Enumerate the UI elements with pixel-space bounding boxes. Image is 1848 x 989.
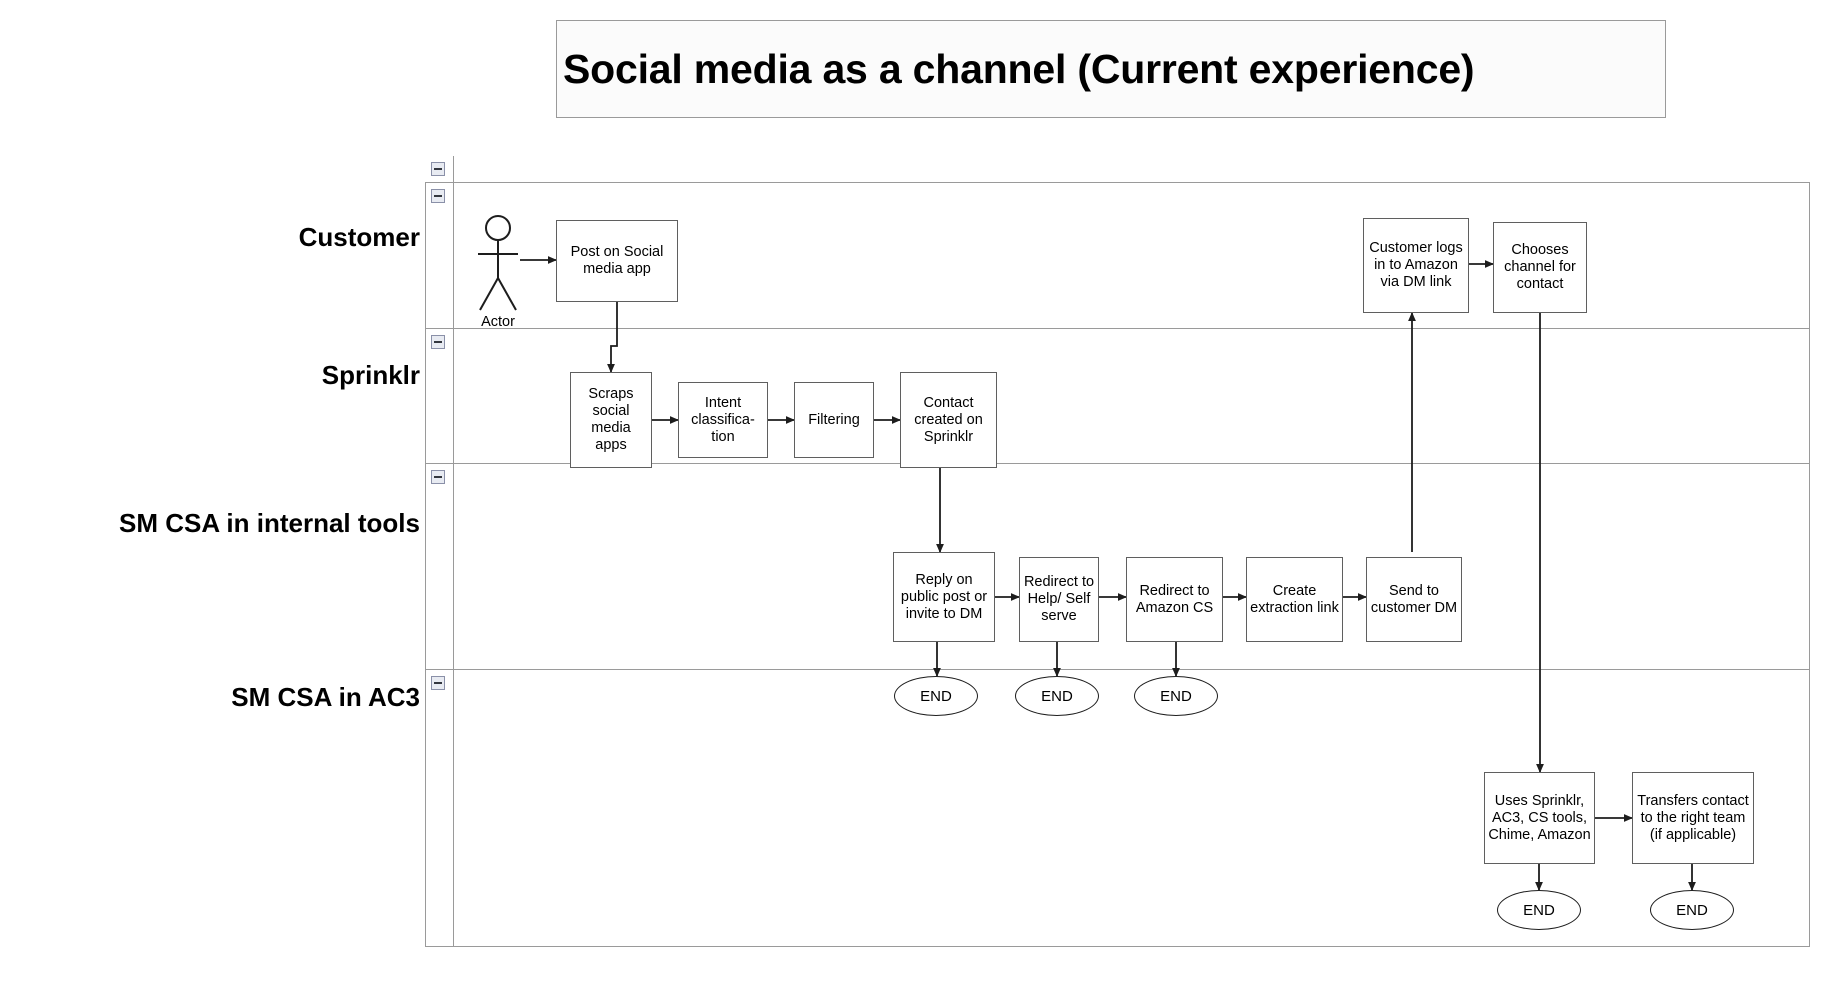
collapse-minus-icon-ac3[interactable] bbox=[431, 676, 445, 690]
lane-gutter-customer bbox=[425, 183, 454, 329]
node-reply-on-public-post[interactable]: Reply on public post or invite to DM bbox=[893, 552, 995, 642]
collapse-minus-icon-pool[interactable] bbox=[431, 162, 445, 176]
lane-label-sm-csa-internal-tools: SM CSA in internal tools bbox=[119, 508, 420, 538]
end-node-redirect-amazon-cs[interactable]: END bbox=[1134, 676, 1218, 716]
node-chooses-channel-for-contact[interactable]: Chooses channel for contact bbox=[1493, 222, 1587, 313]
actor-label: Actor bbox=[481, 314, 515, 330]
lane-customer bbox=[425, 183, 1810, 329]
node-contact-created-on-sprinklr[interactable]: Contact created on Sprinklr bbox=[900, 372, 997, 468]
node-uses-sprinklr-ac3-cs-tools[interactable]: Uses Sprinklr, AC3, CS tools, Chime, Ama… bbox=[1484, 772, 1595, 864]
node-scraps-social-media-apps[interactable]: Scraps social media apps bbox=[570, 372, 652, 468]
page-title: Social media as a channel (Current exper… bbox=[563, 45, 1475, 92]
end-node-uses-tools[interactable]: END bbox=[1497, 890, 1581, 930]
lane-gutter-internal-tools bbox=[425, 464, 454, 670]
lane-label-sprinklr: Sprinklr bbox=[321, 360, 420, 390]
node-customer-logs-in-to-amazon[interactable]: Customer logs in to Amazon via DM link bbox=[1363, 218, 1469, 313]
collapse-minus-icon-sprinklr[interactable] bbox=[431, 335, 445, 349]
node-intent-classification[interactable]: Intent classifica-tion bbox=[678, 382, 768, 458]
lane-sm-csa-internal-tools bbox=[425, 464, 1810, 670]
node-filtering[interactable]: Filtering bbox=[794, 382, 874, 458]
end-node-redirect-help[interactable]: END bbox=[1015, 676, 1099, 716]
lane-sm-csa-ac3 bbox=[425, 670, 1810, 947]
node-create-extraction-link[interactable]: Create extraction link bbox=[1246, 557, 1343, 642]
end-node-reply-public-post[interactable]: END bbox=[894, 676, 978, 716]
diagram-title-box: Social media as a channel (Current exper… bbox=[556, 20, 1666, 118]
lane-label-customer: Customer bbox=[298, 222, 420, 252]
swimlane-pool bbox=[425, 156, 1810, 947]
lane-gutter-ac3 bbox=[425, 670, 454, 947]
node-redirect-to-amazon-cs[interactable]: Redirect to Amazon CS bbox=[1126, 557, 1223, 642]
node-post-on-social-media-app[interactable]: Post on Social media app bbox=[556, 220, 678, 302]
node-transfers-contact-to-right-team[interactable]: Transfers contact to the right team (if … bbox=[1632, 772, 1754, 864]
node-send-to-customer-dm[interactable]: Send to customer DM bbox=[1366, 557, 1462, 642]
node-redirect-to-help-self-serve[interactable]: Redirect to Help/ Self serve bbox=[1019, 557, 1099, 642]
collapse-minus-icon-internal-tools[interactable] bbox=[431, 470, 445, 484]
stick-figure-actor-icon bbox=[478, 215, 518, 311]
lane-label-sm-csa-ac3: SM CSA in AC3 bbox=[231, 682, 420, 712]
pool-header-gutter bbox=[425, 156, 454, 183]
actor-figure bbox=[470, 214, 526, 314]
pool-header-strip bbox=[425, 156, 1810, 183]
end-node-transfers-contact[interactable]: END bbox=[1650, 890, 1734, 930]
lane-sprinklr bbox=[425, 329, 1810, 464]
collapse-minus-icon-customer[interactable] bbox=[431, 189, 445, 203]
lane-gutter-sprinklr bbox=[425, 329, 454, 464]
